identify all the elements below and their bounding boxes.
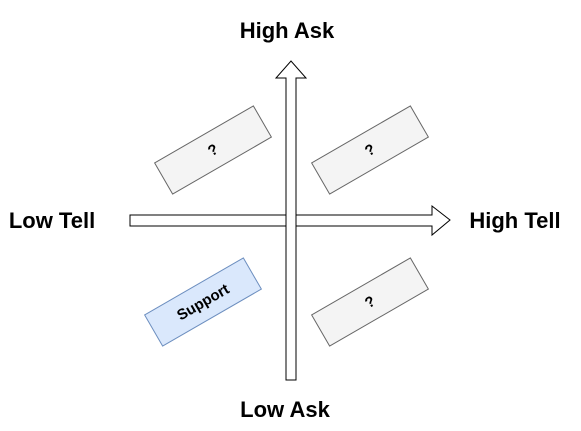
quadrant-bottom-left-box: Support <box>143 257 263 347</box>
quadrant-top-right-box: ? <box>310 105 430 195</box>
high-ask-label: High Ask <box>240 18 335 43</box>
ask-axis-arrow <box>274 60 308 381</box>
low-ask-label: Low Ask <box>240 397 330 422</box>
low-tell-label: Low Tell <box>9 208 95 233</box>
quadrant-bottom-right-box: ? <box>310 257 430 347</box>
high-tell-label: High Tell <box>469 208 560 233</box>
quadrant-top-left-box: ? <box>153 105 273 195</box>
